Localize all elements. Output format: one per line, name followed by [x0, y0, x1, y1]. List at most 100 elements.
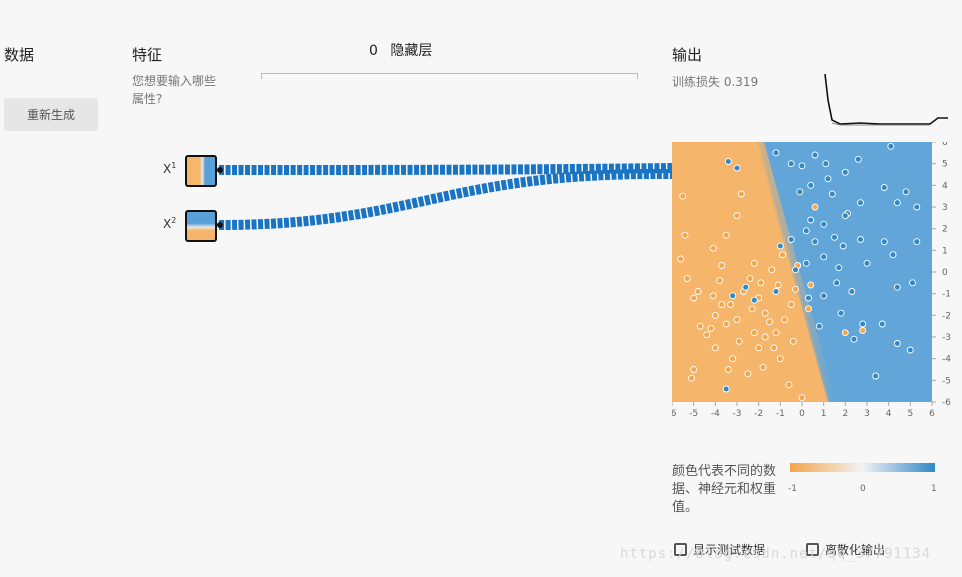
orange-data-point — [724, 366, 732, 373]
blue-data-point — [776, 242, 784, 250]
blue-data-point — [880, 238, 888, 246]
watermark: https://blog.csdn.net/qq_37791134 — [620, 546, 932, 562]
blue-data-point — [909, 279, 916, 287]
blue-data-point — [913, 203, 921, 211]
test-loss-curve-line — [831, 122, 930, 126]
orange-data-point — [707, 324, 715, 332]
features-subtitle-line2: 属性? — [132, 92, 163, 106]
features-subtitle-line1: 您想要输入哪些 — [132, 74, 217, 88]
feature-x2-name: X — [163, 217, 172, 231]
orange-data-point — [709, 292, 717, 300]
feature-x2-node[interactable] — [185, 210, 217, 242]
heatmap-orange-region — [672, 142, 830, 402]
orange-data-point — [748, 305, 756, 313]
blue-data-point — [835, 264, 843, 272]
hidden-layer-label: 隐藏层 — [390, 43, 433, 59]
orange-data-point — [729, 355, 737, 363]
blue-data-point — [839, 242, 847, 250]
blue-data-point — [820, 292, 828, 300]
feature-x1-subscript: 1 — [171, 161, 177, 170]
feature-x2-subscript: 2 — [171, 216, 177, 225]
feature-x1-node[interactable] — [185, 155, 217, 187]
y-tick-label: 6 — [942, 142, 948, 148]
blue-data-point — [722, 385, 730, 393]
x-tick-label: 0 — [799, 409, 805, 419]
blue-data-point — [913, 238, 921, 246]
training-loss-label: 训练损失 — [672, 75, 721, 89]
orange-data-point — [722, 320, 730, 328]
blue-data-point — [807, 216, 815, 224]
orange-data-point — [805, 305, 812, 313]
hidden-layers-header: 0 隐藏层 — [369, 40, 432, 60]
feature-x1-label: X1 — [163, 161, 176, 176]
blue-data-point — [805, 294, 812, 302]
x-tick-label: -4 — [711, 409, 720, 419]
show-test-data-label: 显示测试数据 — [693, 543, 766, 557]
orange-data-point — [688, 374, 695, 382]
orange-data-point — [761, 309, 769, 317]
orange-data-point — [703, 331, 711, 339]
orange-data-point — [746, 275, 754, 282]
blue-data-point — [893, 340, 901, 347]
blue-data-point — [872, 372, 880, 380]
legend-text-line2: 据、神经元和权重 — [672, 482, 777, 497]
blue-data-point — [820, 220, 828, 228]
orange-data-point — [761, 333, 769, 341]
orange-data-point — [709, 244, 717, 252]
blue-data-point — [798, 162, 806, 170]
blue-data-point — [833, 279, 841, 287]
orange-data-point — [679, 192, 687, 200]
blue-data-point — [841, 212, 849, 220]
legend-min: -1 — [788, 484, 797, 494]
orange-data-point — [789, 337, 797, 345]
blue-data-point — [828, 190, 836, 198]
features-section-title: 特征 — [132, 46, 163, 64]
blue-data-point — [792, 266, 799, 274]
orange-data-point — [694, 288, 702, 295]
legend-text-line3: 值。 — [672, 500, 699, 515]
blue-data-point — [811, 238, 819, 246]
orange-data-point — [841, 329, 849, 337]
orange-data-point — [696, 322, 704, 330]
legend-text-line1: 颜色代表不同的数 — [672, 464, 777, 479]
legend-color-bar — [790, 463, 935, 472]
blue-data-point — [863, 259, 871, 267]
loss-curve-line — [824, 73, 948, 125]
orange-data-point — [772, 329, 780, 337]
orange-data-point — [718, 262, 726, 269]
orange-data-point — [781, 316, 789, 324]
discretize-output-option[interactable]: 离散化输出 — [806, 539, 885, 558]
blue-data-point — [837, 309, 845, 317]
orange-data-point — [785, 381, 793, 389]
orange-data-point — [733, 212, 741, 220]
blue-data-point — [831, 233, 838, 241]
x-tick-label: -1 — [776, 409, 785, 419]
y-tick-label: -2 — [942, 311, 951, 321]
data-points — [677, 142, 921, 402]
blue-data-point — [729, 292, 737, 300]
show-test-data-checkbox[interactable] — [674, 543, 687, 556]
training-loss-value: 0.319 — [723, 75, 759, 89]
orange-data-point — [681, 231, 689, 239]
blue-data-point — [889, 251, 897, 259]
show-test-data-option[interactable]: 显示测试数据 — [674, 539, 765, 558]
x-tick-label: 4 — [886, 409, 892, 419]
orange-data-point — [733, 316, 741, 324]
link-x1-output — [218, 163, 673, 175]
orange-data-point — [770, 344, 778, 352]
blue-data-point — [724, 158, 732, 165]
feature-x2-label: X2 — [163, 216, 176, 231]
x-tick-label: -6 — [672, 409, 677, 419]
orange-data-point — [787, 301, 795, 308]
orange-data-point — [779, 251, 786, 259]
orange-data-point — [737, 190, 745, 198]
regenerate-button[interactable]: 重新生成 — [4, 98, 98, 131]
blue-data-point — [811, 151, 819, 159]
discretize-output-checkbox[interactable] — [806, 543, 819, 556]
orange-data-point — [722, 231, 730, 239]
blue-data-point — [887, 142, 895, 150]
features-subtitle: 您想要输入哪些 属性? — [132, 72, 216, 108]
training-loss: 训练损失 0.319 — [672, 73, 758, 91]
output-section-title: 输出 — [672, 46, 703, 64]
